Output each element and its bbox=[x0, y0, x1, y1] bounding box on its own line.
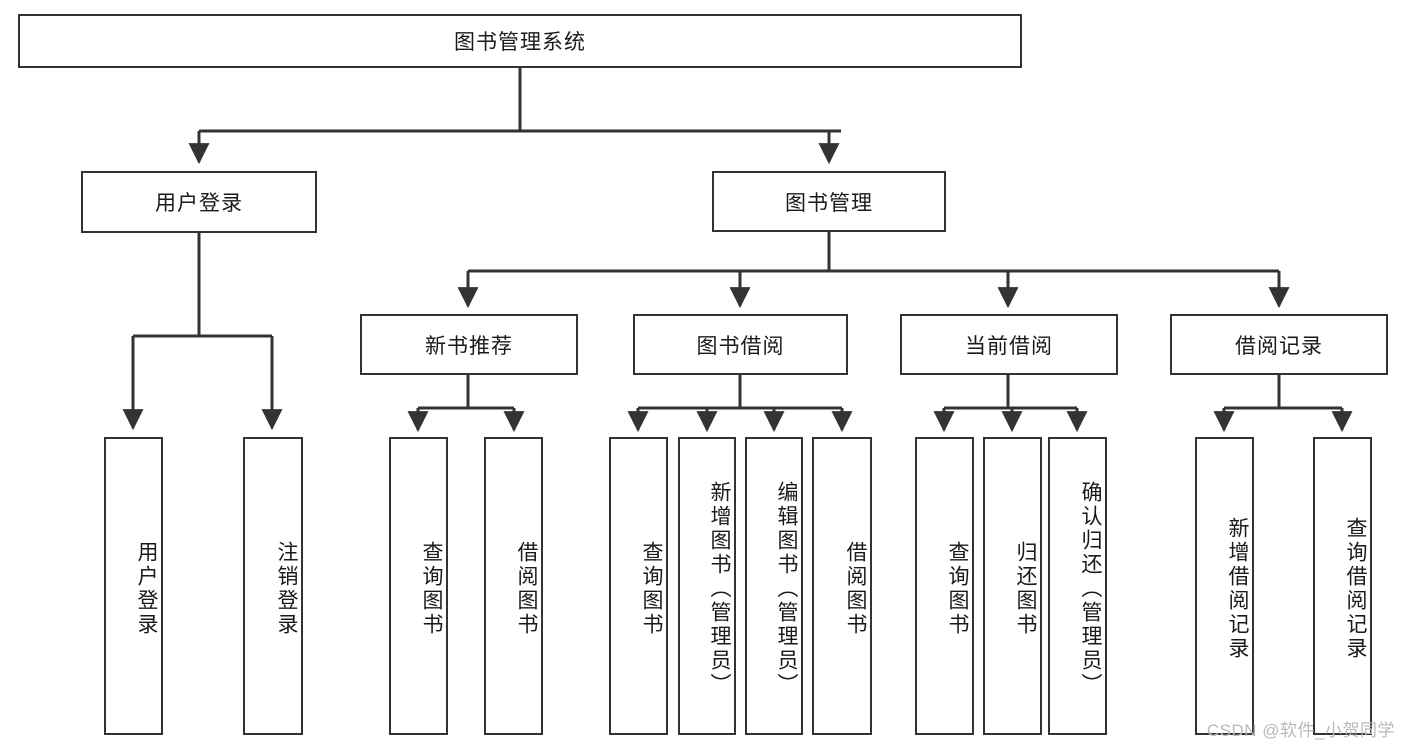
node-book-management[interactable]: 图书管理 bbox=[712, 171, 946, 232]
node-leaf-borrow-book-2[interactable]: 借阅图书 bbox=[812, 437, 872, 735]
node-current-borrow[interactable]: 当前借阅 bbox=[900, 314, 1118, 375]
node-book-borrow[interactable]: 图书借阅 bbox=[633, 314, 848, 375]
node-root-system[interactable]: 图书管理系统 bbox=[18, 14, 1022, 68]
node-leaf-logout-login[interactable]: 注销登录 bbox=[243, 437, 303, 735]
node-leaf-query-book-1[interactable]: 查询图书 bbox=[389, 437, 448, 735]
node-user-login[interactable]: 用户登录 bbox=[81, 171, 317, 233]
node-borrow-record[interactable]: 借阅记录 bbox=[1170, 314, 1388, 375]
node-leaf-add-borrow-record[interactable]: 新增借阅记录 bbox=[1195, 437, 1254, 735]
node-leaf-query-book-3[interactable]: 查询图书 bbox=[915, 437, 974, 735]
node-leaf-borrow-book-1[interactable]: 借阅图书 bbox=[484, 437, 543, 735]
node-leaf-query-book-2[interactable]: 查询图书 bbox=[609, 437, 668, 735]
node-leaf-return-book[interactable]: 归还图书 bbox=[983, 437, 1042, 735]
node-leaf-edit-book[interactable]: 编辑图书（管理员） bbox=[745, 437, 803, 735]
node-leaf-user-login[interactable]: 用户登录 bbox=[104, 437, 163, 735]
node-leaf-confirm-return[interactable]: 确认归还（管理员） bbox=[1048, 437, 1107, 735]
node-leaf-query-borrow-record[interactable]: 查询借阅记录 bbox=[1313, 437, 1372, 735]
node-leaf-add-book[interactable]: 新增图书（管理员） bbox=[678, 437, 736, 735]
node-new-book-recommend[interactable]: 新书推荐 bbox=[360, 314, 578, 375]
